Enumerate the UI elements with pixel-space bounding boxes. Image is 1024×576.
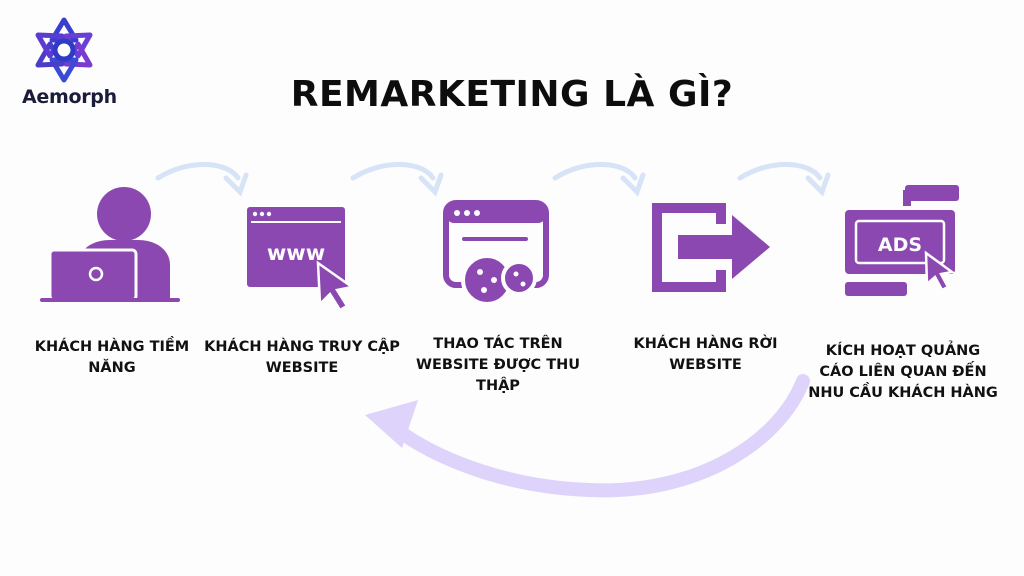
page-title: REMARKETING LÀ GÌ? [290, 74, 734, 115]
connector-arrow-3 [552, 162, 638, 181]
connector-arrow-1 [155, 162, 241, 181]
svg-text:www: www [267, 241, 325, 265]
aemorph-logo-icon [35, 17, 93, 83]
connector-arrow-2-head [418, 172, 444, 197]
ads-text: ADS [878, 234, 922, 256]
step-label-3: THAO TÁC TRÊN WEBSITE ĐƯỢC THU THẬP [415, 336, 581, 394]
connector-arrow-4 [737, 162, 823, 181]
step-label-4: KHÁCH HÀNG RỜI WEBSITE [633, 336, 778, 373]
brand-name: Aemorph [22, 86, 117, 108]
connector-arrows [155, 162, 831, 197]
connector-arrow-1-head [223, 172, 249, 197]
step-label-1: KHÁCH HÀNG TIỀM NĂNG [34, 339, 190, 376]
exit-arrow-icon [652, 203, 770, 292]
step-label-5: KÍCH HOẠT QUẢNG CÁO LIÊN QUAN ĐẾN NHU CẦ… [808, 343, 998, 401]
person-laptop-icon [40, 187, 180, 302]
connector-arrow-4-head [805, 172, 831, 197]
step-label-2: KHÁCH HÀNG TRUY CẬP WEBSITE [204, 339, 400, 376]
ads-window-icon: ADS [845, 185, 959, 296]
connector-arrow-3-head [620, 172, 646, 197]
connector-arrow-2 [350, 162, 436, 181]
browser-www-icon: www [247, 207, 356, 312]
return-loop-arrow [365, 374, 810, 498]
browser-cookie-icon [443, 200, 549, 306]
